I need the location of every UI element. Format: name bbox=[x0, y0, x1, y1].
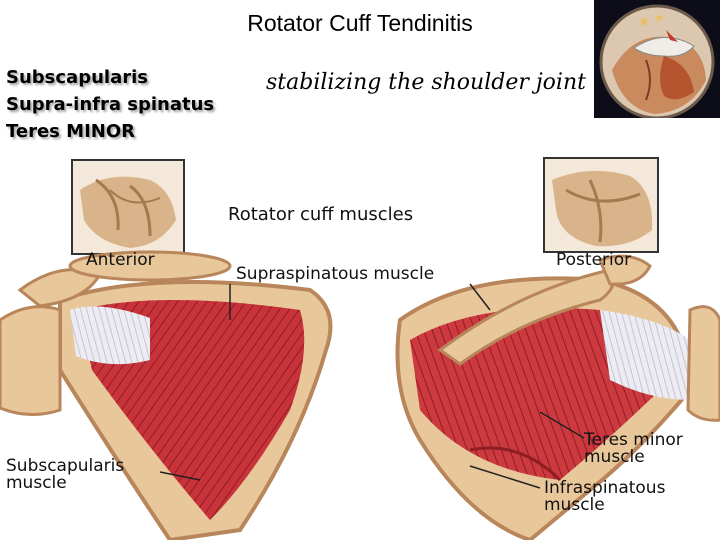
function-note: stabilizing the shoulder joint bbox=[266, 70, 586, 95]
subscapularis-label-line-1: Subscapularis bbox=[6, 456, 125, 476]
rotator-cuff-illustration: Rotator cuff muscles Anterior Posterior … bbox=[0, 150, 720, 540]
anterior-view-label: Anterior bbox=[86, 250, 155, 270]
slide-title: Rotator Cuff Tendinitis bbox=[247, 10, 473, 36]
posterior-inset bbox=[543, 157, 659, 253]
subscapularis-label-line-2: muscle bbox=[6, 473, 67, 493]
anterior-scapula bbox=[0, 250, 333, 540]
infraspinatus-label: Infraspinatous muscle bbox=[544, 480, 665, 514]
leader-lines bbox=[159, 283, 585, 489]
muscle-list-item-supra-infra-spinatus: Supra-infra spinatus bbox=[6, 94, 215, 115]
posterior-scapula bbox=[395, 254, 720, 540]
shoulder-thumbnail-image: ★ ★ bbox=[594, 0, 720, 118]
infraspinatus-label-line-2: muscle bbox=[544, 495, 605, 515]
muscle-list: Subscapularis Supra-infra spinatus Teres… bbox=[6, 64, 214, 145]
muscle-list-item-subscapularis: Subscapularis bbox=[6, 67, 148, 88]
figure-header-label: Rotator cuff muscles bbox=[228, 204, 414, 225]
anterior-inset bbox=[71, 159, 185, 255]
teres-minor-label-line-1: Teres minor bbox=[584, 430, 683, 450]
supraspinatus-label: Supraspinatous muscle bbox=[236, 264, 435, 284]
rotator-cuff-drawing bbox=[0, 157, 720, 540]
posterior-view-label: Posterior bbox=[556, 250, 632, 270]
muscle-list-item-teres-minor: Teres MINOR bbox=[6, 121, 135, 142]
subscapularis-label: Subscapularis muscle bbox=[6, 458, 124, 492]
infraspinatus-label-line-1: Infraspinatous bbox=[544, 478, 666, 498]
teres-minor-label: Teres minor muscle bbox=[584, 432, 683, 466]
teres-minor-label-line-2: muscle bbox=[584, 447, 645, 467]
svg-text:★: ★ bbox=[638, 14, 651, 30]
svg-text:★: ★ bbox=[654, 11, 665, 25]
